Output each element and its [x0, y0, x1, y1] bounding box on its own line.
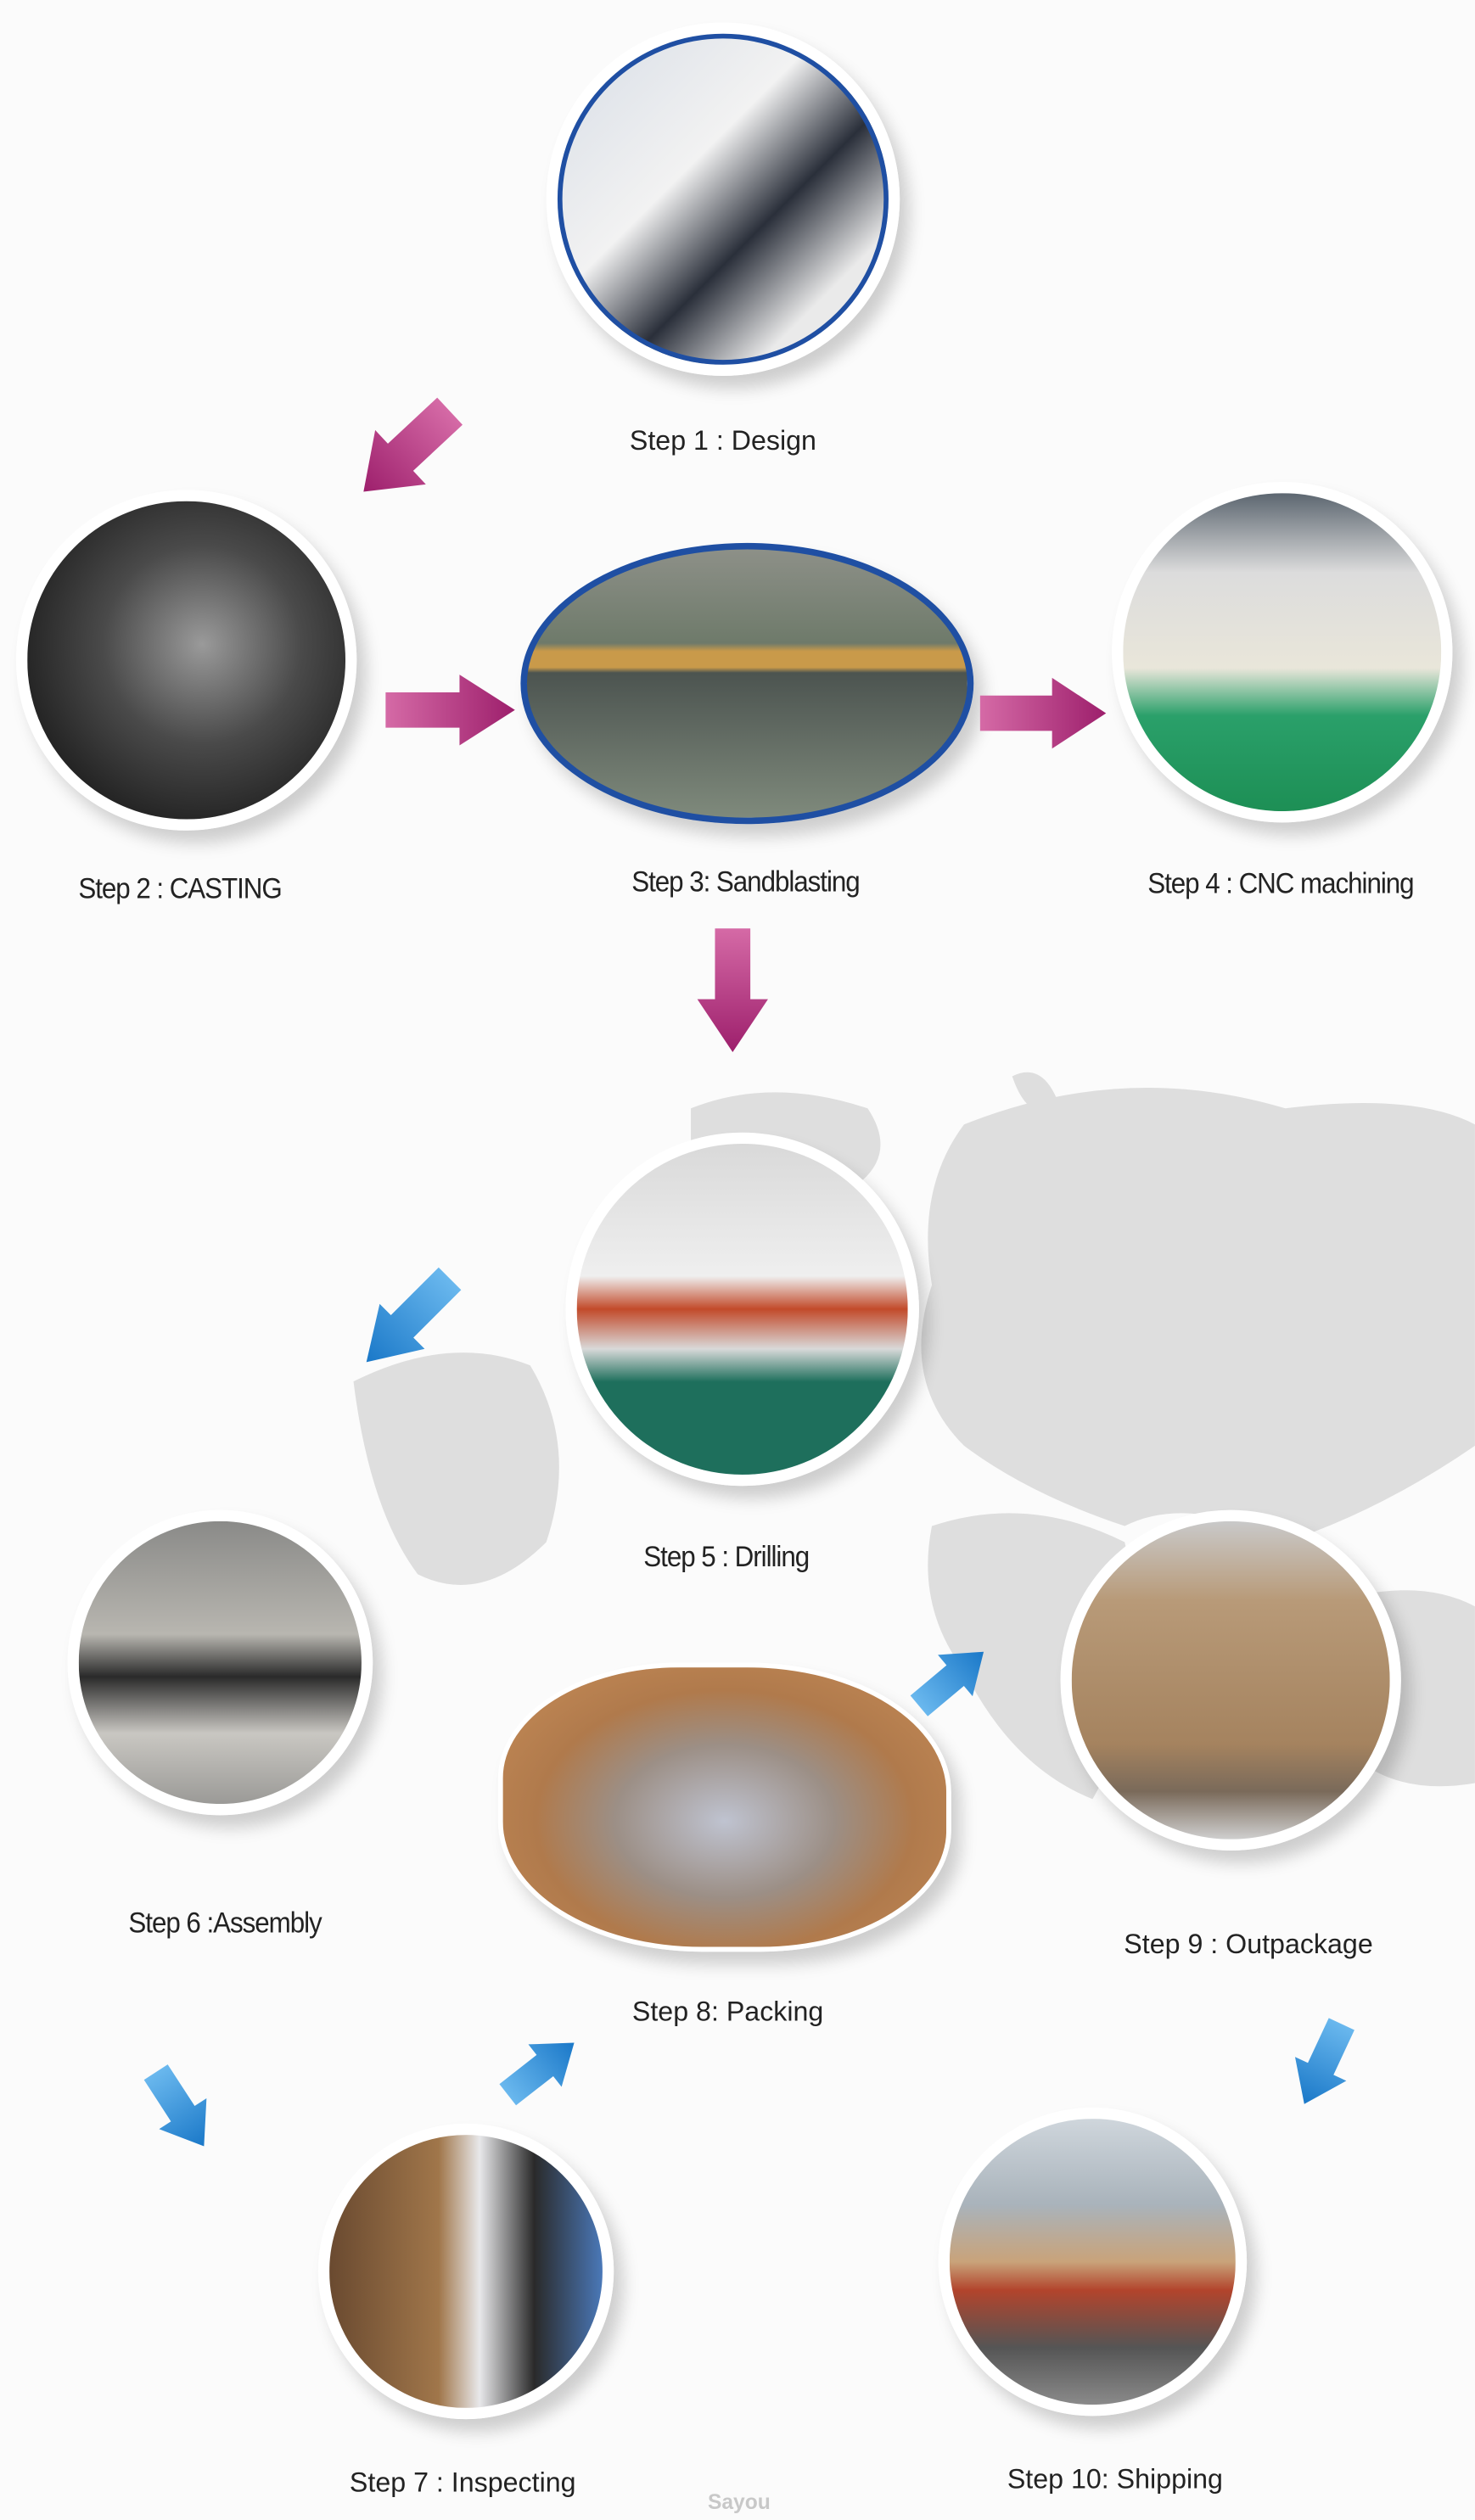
step-3-label: Step 3: Sandblasting — [631, 865, 860, 899]
arrow-step3-to-step5 — [697, 928, 768, 1053]
step-4-label: Step 4 : CNC machining — [1147, 867, 1414, 900]
watermark: Sayou — [707, 2489, 771, 2514]
step-5-label: Step 5 : Drilling — [643, 1540, 810, 1573]
step-6-label: Step 6 :Assembly — [128, 1907, 322, 1940]
step-7-label: Step 7 : Inspecting — [349, 2467, 576, 2498]
step-9-label: Step 9 : Outpackage — [1124, 1929, 1373, 1960]
arrow-step8-to-step9 — [901, 1631, 1001, 1727]
arrow-step9-to-step10 — [1278, 2012, 1368, 2116]
arrow-step1-to-step2 — [338, 384, 475, 519]
step-2-label: Step 2 : CASTING — [78, 872, 282, 904]
step-8-photo-packing — [497, 1662, 951, 1952]
arrow-step3-to-step4 — [979, 677, 1107, 749]
step-10-label: Step 10: Shipping — [1007, 2464, 1223, 2495]
arrow-step6-to-step7 — [132, 2057, 228, 2162]
arrow-step2-to-step3 — [385, 675, 515, 746]
step-1-label: Step 1 : Design — [629, 425, 816, 456]
step-8-label: Step 8: Packing — [631, 1996, 824, 2028]
step-6-photo-assembly — [67, 1509, 373, 1816]
arrow-step7-to-step8 — [491, 2021, 592, 2116]
step-3-photo-sandblasting — [520, 542, 974, 825]
arrow-step5-to-step6 — [344, 1256, 473, 1385]
